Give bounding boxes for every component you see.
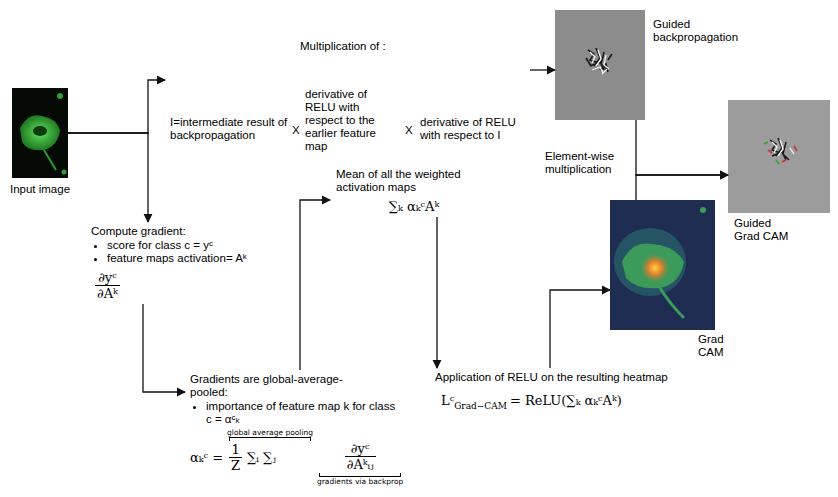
image-node: Guided Grad CAM [728,100,830,213]
image-node: Input image [12,88,68,178]
brace-note: global average pooling [227,428,313,437]
input-micrograph [12,88,68,178]
flow-arrow [300,200,330,370]
heat-patch [614,228,686,296]
numerator: 1 [229,442,241,457]
brace-note: gradients via backprop [317,477,403,486]
gradcam-image [610,200,715,330]
fraction: ∂yᶜ∂Aᵏᵢⱼ [345,441,376,472]
bullet-list: importance of feature map k for class c … [190,400,422,426]
cell-body [20,115,60,150]
over-brace [229,437,311,441]
formula: αₖᶜ = global average pooling 1Z ∑ᵢ ∑ⱼ ∂yᶜ∂Aᵏ… [190,428,422,486]
text-block: Application of RELU on the resulting hea… [432,368,694,417]
flow-arrow [68,133,148,222]
flow-arrow [68,80,165,133]
flow-arrow [550,290,610,368]
step-label: Element-wise multiplication [545,150,631,176]
block-heading: Mean of all the weighted activation maps [336,168,492,194]
flow-arrow [636,120,728,175]
image-node: Guided backpropagation [555,10,645,120]
text-block: Compute gradient:score for class c = yᶜf… [88,222,273,304]
denominator: ∂Aᵏ [95,285,120,301]
gradient-strokes [768,146,797,162]
cell-body [622,243,684,288]
formula-term: ∑ᵢ ∑ⱼ [247,450,276,465]
group-heading: Multiplication of : [300,40,386,53]
times-sign: X [405,124,413,137]
formula: LᶜGrad−CAM= ReLU(∑ₖ αₖᶜAᵏ) [441,393,691,414]
flow-arrow [530,69,555,70]
gradient-strokes [764,142,779,164]
numerator: ∂yᶜ [349,441,372,456]
denominator: ∂Aᵏᵢⱼ [345,456,376,472]
block-heading: Gradients are global-average-pooled: [190,373,375,399]
gradient-strokes [770,138,789,160]
gradient-strokes [772,140,794,156]
guided-gradcam-image [728,100,830,213]
image-ground [728,100,830,213]
bullet-item: importance of feature map k for class c … [206,400,396,426]
text-block: Gradients are global-average-pooled:impo… [185,370,425,489]
image-label: Input image [10,183,70,196]
formula-group: global average pooling 1Z ∑ᵢ ∑ⱼ [227,428,313,486]
numerator: ∂yᶜ [96,270,119,285]
denominator: Z [229,457,242,473]
step-text: I=intermediate result of backpropagation [170,116,288,142]
text-block: Mean of all the weighted activation maps… [330,165,495,217]
image-ground [610,200,715,330]
formula: ∑ₖ αₖᶜAᵏ [336,199,492,214]
step-text: derivative of RELU with respect to I [420,116,528,142]
image-node: Grad CAM [610,200,715,330]
guided-backprop-image [555,10,645,120]
flow-arrow [636,175,728,200]
fraction: ∂yᶜ∂Aᵏ [95,270,120,301]
image-label: Guided Grad CAM [734,217,799,243]
cell-process [660,288,684,318]
speck [57,93,63,99]
times-sign: X [292,124,300,137]
image-ground [555,10,645,120]
image-label: Guided backpropagation [653,18,748,44]
formula-term: Lᶜ [441,393,454,408]
cell-nucleus [33,126,47,136]
formula-term: αₖᶜ = [190,450,223,465]
formula-subscript: Grad−CAM [454,401,507,411]
gradient-strokes [590,50,609,74]
bullet-list: score for class c = yᶜfeature maps activ… [91,239,270,265]
formula-term: = ReLU(∑ₖ αₖᶜAᵏ) [510,393,622,408]
block-heading: Application of RELU on the resulting hea… [435,371,691,384]
flow-arrow [143,304,185,392]
flow-arrow [436,217,437,368]
formula-row: 1Z ∑ᵢ ∑ⱼ [227,442,313,473]
image-ground [12,88,68,178]
formula-row: ∂yᶜ∂Aᵏᵢⱼ [317,441,403,472]
image-label: Grad CAM [698,333,738,359]
bullet-item: score for class c = yᶜ [107,239,270,252]
block-heading: Compute gradient: [91,225,270,238]
formula: ∂yᶜ∂Aᵏ [93,270,270,301]
formula-group: ∂yᶜ∂Aᵏᵢⱼ gradients via backprop [317,428,403,486]
multiplication-group: Multiplication of : I=intermediate result… [165,38,530,157]
step-text: derivative of RELU with respect to the e… [305,88,397,153]
cell-process [44,150,56,170]
under-brace [319,473,401,477]
fraction: 1Z [229,442,242,473]
speck [700,207,706,213]
heat-spot [639,252,671,284]
bullet-item: feature maps activation= Aᵏ [107,252,270,265]
speck [62,170,67,175]
